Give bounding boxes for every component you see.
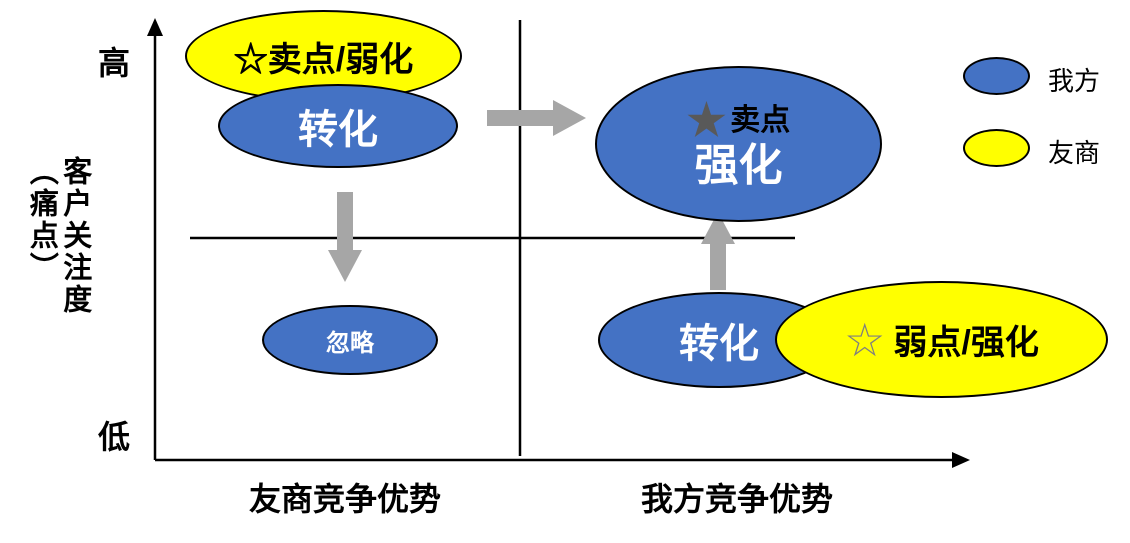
legend-label-ours: 我方 bbox=[1048, 66, 1101, 96]
y-axis-high-label: 高 bbox=[98, 45, 131, 81]
node-strengthen-tag: ★ 卖点 bbox=[686, 95, 791, 145]
node-strengthen-tag-label: 卖点 bbox=[730, 104, 791, 138]
y-axis-low-label: 低 bbox=[98, 419, 131, 455]
node-ignore: 忽略 bbox=[262, 305, 438, 375]
node-weakpoint-strengthen-label: 弱点/强化 bbox=[893, 324, 1039, 362]
node-ignore-label: 忽略 bbox=[326, 329, 374, 357]
arrow-up-icon bbox=[701, 212, 735, 290]
arrow-right-icon bbox=[487, 100, 586, 136]
node-convert-top-left: 转化 bbox=[218, 84, 458, 168]
node-convert-bottom-right-label: 转化 bbox=[679, 322, 759, 366]
node-strengthen: ★ 卖点 强化 bbox=[595, 66, 882, 222]
node-convert-top-left-label: 转化 bbox=[298, 108, 378, 152]
y-axis-arrowhead-icon bbox=[147, 18, 163, 36]
node-sellpoint-weaken-label: ☆卖点/弱化 bbox=[233, 40, 414, 79]
arrow-down-icon bbox=[328, 192, 362, 282]
filled-star-icon: ★ bbox=[686, 95, 727, 145]
legend-label-competitor: 友商 bbox=[1048, 138, 1101, 168]
node-sellpoint-weaken: ☆卖点/弱化 bbox=[185, 10, 462, 102]
x-axis-right-label: 我方竞争优势 bbox=[640, 481, 834, 517]
legend-swatch-competitor bbox=[963, 129, 1030, 167]
node-strengthen-label: 强化 bbox=[694, 140, 783, 190]
legend-swatch-ours bbox=[963, 57, 1030, 95]
node-weakpoint-strengthen: ☆ 弱点/强化 bbox=[775, 281, 1108, 398]
outline-star-icon: ☆ bbox=[844, 313, 886, 366]
x-axis-left-label: 友商竞争优势 bbox=[248, 481, 442, 517]
x-axis-arrowhead-icon bbox=[952, 452, 970, 468]
y-axis-title: 客户关注度（痛点） bbox=[25, 156, 91, 316]
